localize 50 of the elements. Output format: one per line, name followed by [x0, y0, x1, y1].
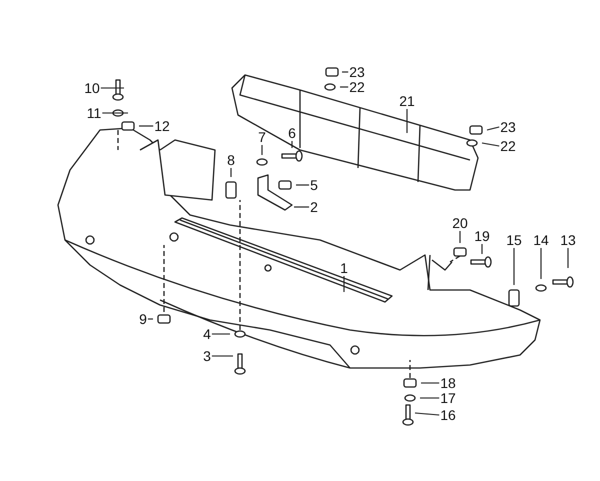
callout-number: 13	[560, 233, 576, 247]
leader-line	[406, 109, 408, 133]
leader-line	[294, 206, 310, 208]
leader-line	[420, 397, 440, 399]
leader-line	[421, 382, 440, 384]
callout-number: 4	[203, 327, 211, 341]
callout-number: 8	[227, 153, 235, 167]
callout-number: 23	[500, 120, 516, 134]
callout-number: 6	[288, 126, 296, 140]
callout-number: 11	[86, 106, 102, 120]
leader-line	[342, 71, 348, 73]
leader-line	[481, 244, 483, 254]
callout-number: 16	[440, 408, 456, 422]
leader-line	[100, 87, 124, 89]
callout-number: 14	[533, 233, 549, 247]
leader-line	[230, 168, 232, 177]
callout-number: 15	[506, 233, 522, 247]
leader-line	[414, 412, 440, 416]
leader-line	[567, 248, 569, 268]
leader-line	[139, 125, 154, 127]
callout-number: 5	[310, 178, 318, 192]
callout-number: 2	[310, 200, 318, 214]
callout-number: 21	[399, 94, 415, 108]
callout-number: 7	[258, 130, 266, 144]
leader-line	[212, 355, 233, 357]
callout-number: 3	[203, 349, 211, 363]
callout-number: 17	[440, 391, 456, 405]
leader-line	[212, 333, 230, 335]
callout-number: 22	[500, 139, 516, 153]
callout-number: 10	[84, 81, 100, 95]
callout-number: 12	[154, 119, 170, 133]
leader-line	[513, 248, 515, 285]
leader-line	[340, 86, 348, 88]
callout-number: 1	[340, 261, 348, 275]
leader-line	[343, 276, 345, 292]
leader-line	[102, 112, 128, 114]
leader-line	[486, 126, 500, 131]
callout-number: 22	[349, 80, 365, 94]
callout-number: 18	[440, 376, 456, 390]
leader-line	[261, 145, 263, 155]
leader-line	[296, 184, 310, 186]
leader-line	[540, 248, 542, 279]
leader-line	[459, 231, 461, 243]
callout-number: 19	[474, 229, 490, 243]
callout-number: 23	[349, 65, 365, 79]
leader-line	[482, 142, 500, 147]
callout-number: 9	[139, 312, 147, 326]
leader-line	[148, 318, 153, 320]
callout-number: 20	[452, 216, 468, 230]
leader-line	[291, 141, 293, 148]
